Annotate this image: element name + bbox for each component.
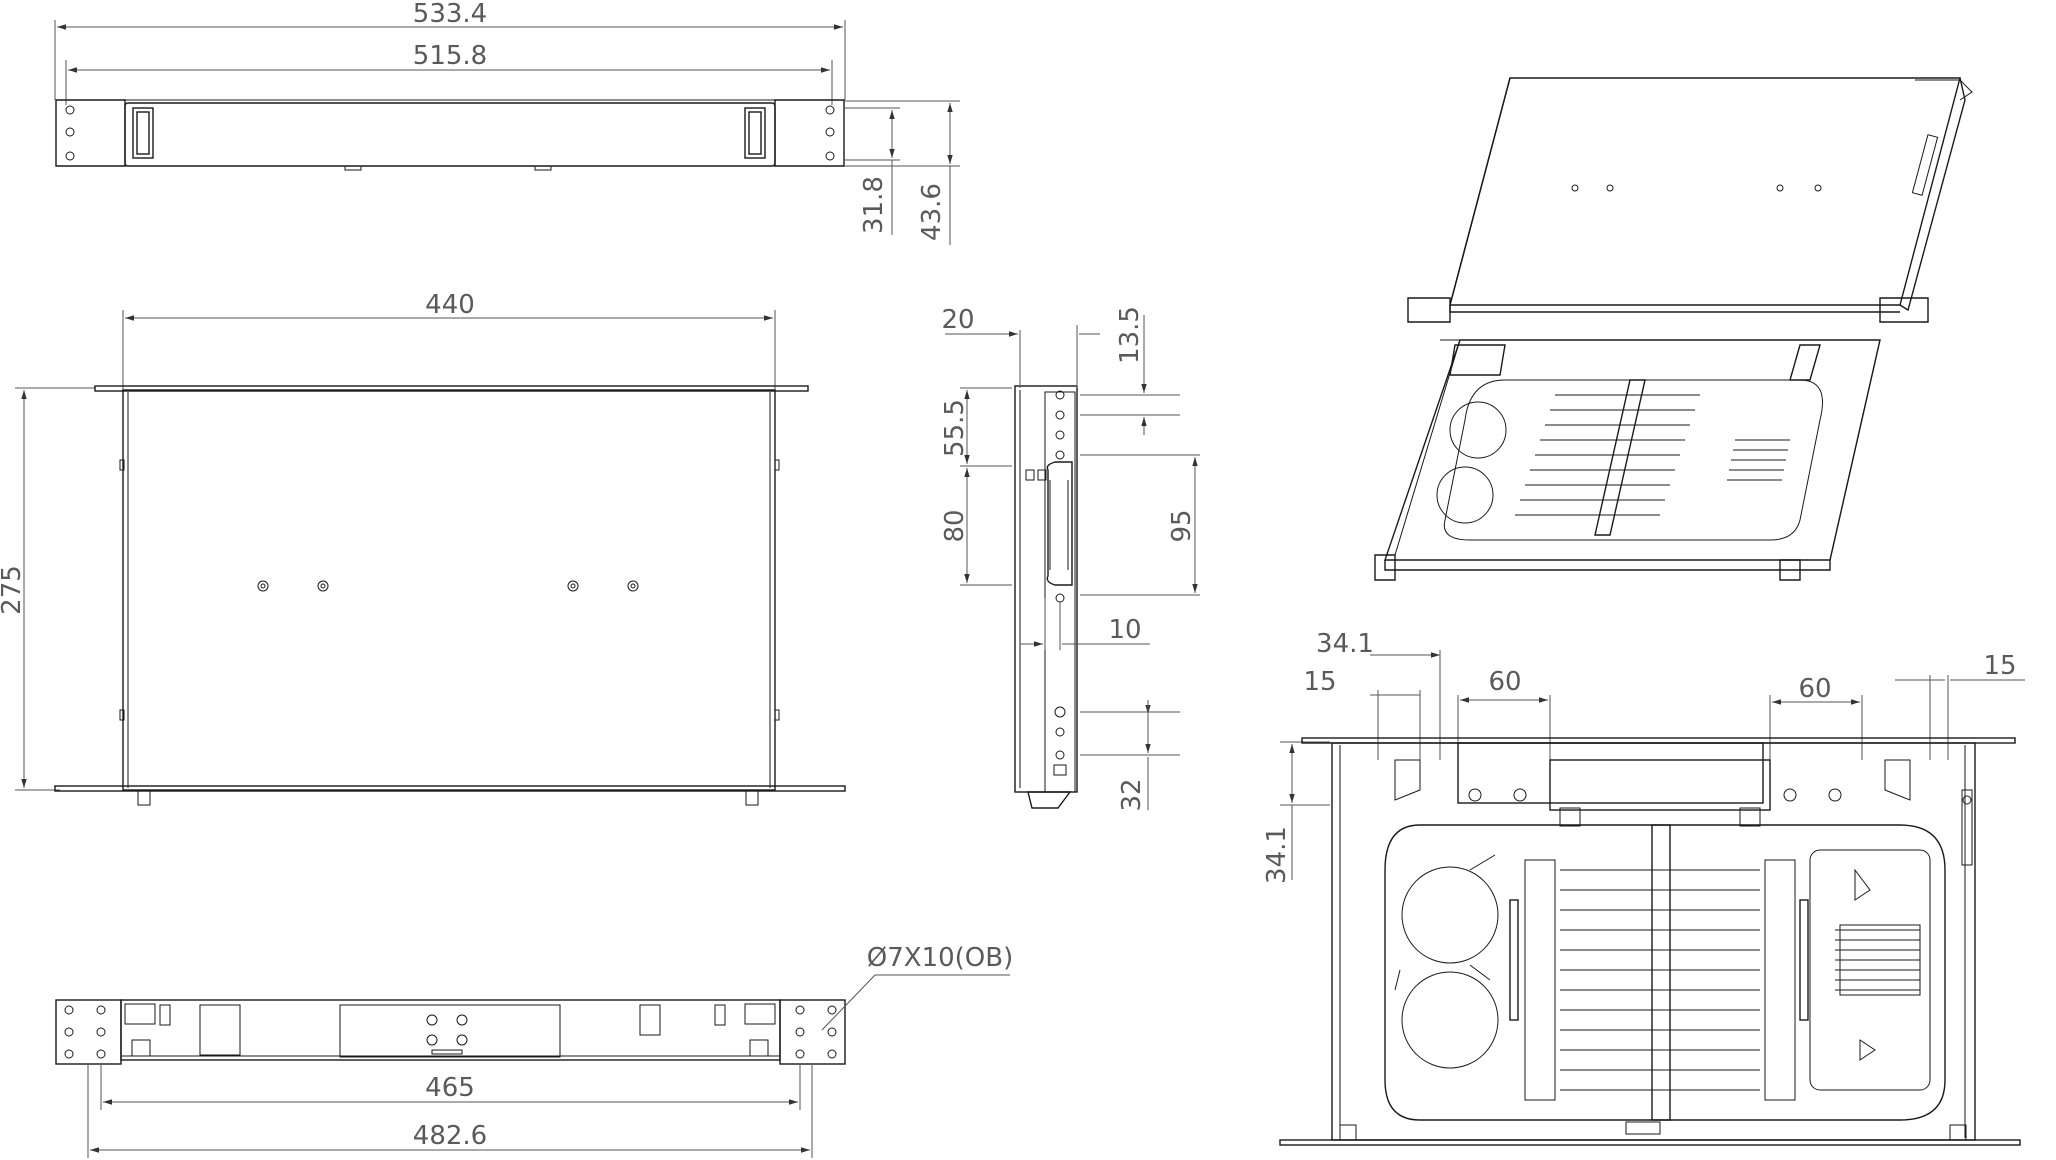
dim-height-inner: 31.8 xyxy=(859,176,889,234)
dim-side-55-5: 55.5 xyxy=(940,399,970,457)
dim-side-10: 10 xyxy=(1108,615,1141,645)
dim-side-13-5: 13.5 xyxy=(1115,306,1145,364)
dim-plan-15-left: 15 xyxy=(1303,667,1336,697)
dim-side-80: 80 xyxy=(940,509,970,542)
dim-side-32: 32 xyxy=(1117,778,1147,811)
dim-top-width: 440 xyxy=(425,290,475,320)
dim-height-overall: 43.6 xyxy=(917,183,947,241)
dim-plan-34-1-side: 34.1 xyxy=(1262,826,1292,884)
fiber-adapter-icon xyxy=(1524,824,1796,1121)
top-view: 440 275 xyxy=(0,290,846,806)
dim-side-20: 20 xyxy=(941,305,974,335)
mounting-hole-icon xyxy=(64,1005,837,1059)
side-view: 20 13.5 55.5 80 95 10 32 xyxy=(940,305,1200,812)
mounting-hole-icon xyxy=(257,580,639,592)
dim-inner-width: 515.8 xyxy=(413,41,487,71)
front-view: 533.4 515.8 31.8 43.6 xyxy=(54,0,960,245)
dim-rack-width: 482.6 xyxy=(413,1121,487,1151)
plan-view: 34.1 15 60 60 15 34.1 xyxy=(1262,629,2025,1146)
dim-side-95: 95 xyxy=(1167,509,1197,542)
dim-hole-spacing: 465 xyxy=(425,1073,475,1103)
isometric-view xyxy=(1374,77,1973,581)
rear-view: Ø7X10(OB) 465 482.6 xyxy=(55,943,1014,1158)
splice-tray-icon xyxy=(1727,439,1790,481)
dim-top-depth: 275 xyxy=(0,565,27,615)
dim-plan-34-1-top: 34.1 xyxy=(1316,629,1374,659)
dim-plan-60-right: 60 xyxy=(1798,674,1831,704)
dim-plan-15-right: 15 xyxy=(1983,651,2016,681)
dim-plan-60-left: 60 xyxy=(1488,667,1521,697)
hole-callout-label: Ø7X10(OB) xyxy=(867,943,1014,973)
mounting-hole-icon xyxy=(65,105,835,161)
dim-overall-width: 533.4 xyxy=(413,0,487,29)
splice-tray-icon xyxy=(1835,924,1921,996)
fiber-adapter-icon xyxy=(1515,379,1700,536)
